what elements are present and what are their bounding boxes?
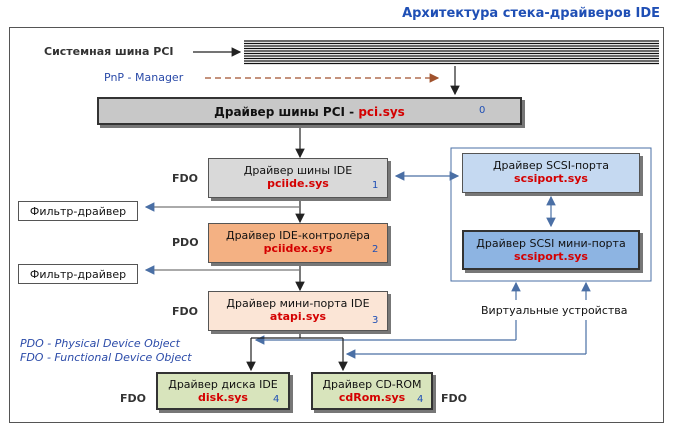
disk-file: disk.sys [198,391,248,404]
pciidex-label: Драйвер IDE-контролёра [225,229,371,242]
pciide-file: pciide.sys [267,177,329,190]
scsi-miniport-box: Драйвер SCSI мини-порта scsiport.sys [462,230,640,270]
atapi-role: FDO [172,305,198,318]
scsi-miniport-file: scsiport.sys [514,250,588,263]
pciidex-box: Драйвер IDE-контролёра pciidex.sys [208,223,388,263]
atapi-file: atapi.sys [269,310,327,323]
pciide-role: FDO [172,172,198,185]
pciide-num: 1 [372,180,379,191]
cdrom-box: Драйвер CD-ROM cdRom.sys [311,372,433,410]
scsiport-box: Драйвер SCSI-порта scsiport.sys [462,153,640,193]
pci-driver-label: Драйвер шины PCI - [214,105,359,119]
cdrom-file: cdRom.sys [338,391,406,404]
disk-label: Драйвер диска IDE [168,378,278,391]
scsiport-label: Драйвер SCSI-порта [492,159,610,172]
pciidex-file: pciidex.sys [263,242,333,255]
pnp-manager-label: PnP - Manager [104,71,184,84]
cdrom-role: FDO [441,392,467,405]
atapi-num: 3 [372,315,379,326]
legend-pdo: PDO - Physical Device Object [20,337,180,350]
pci-driver-box: Драйвер шины PCI - pci.sys [97,97,522,125]
cdrom-num: 4 [417,394,424,405]
pci-driver-file: pci.sys [358,105,405,119]
pci-bus-bar [244,40,659,66]
pciidex-num: 2 [372,244,379,255]
disk-role: FDO [120,392,146,405]
atapi-box: Драйвер мини-порта IDE atapi.sys [208,291,388,331]
scsiport-file: scsiport.sys [514,172,588,185]
pci-driver-num: 0 [479,105,486,116]
pciide-label: Драйвер шины IDE [243,164,353,177]
diagram-title: Архитектура стека-драйверов IDE [402,6,660,21]
atapi-label: Драйвер мини-порта IDE [226,297,370,310]
virtual-devices-label: Виртуальные устройства [481,304,628,317]
disk-box: Драйвер диска IDE disk.sys [156,372,290,410]
filter-driver-1: Фильтр-драйвер [18,201,138,221]
legend-fdo: FDO - Functional Device Object [20,351,192,364]
scsi-miniport-label: Драйвер SCSI мини-порта [476,237,626,250]
filter-driver-2: Фильтр-драйвер [18,264,138,284]
cdrom-label: Драйвер CD-ROM [322,378,422,391]
pci-bus-label: Системная шина PCI [44,45,174,58]
pciidex-role: PDO [172,236,199,249]
diagram-frame [9,27,664,423]
pciide-box: Драйвер шины IDE pciide.sys [208,158,388,198]
disk-num: 4 [273,394,280,405]
